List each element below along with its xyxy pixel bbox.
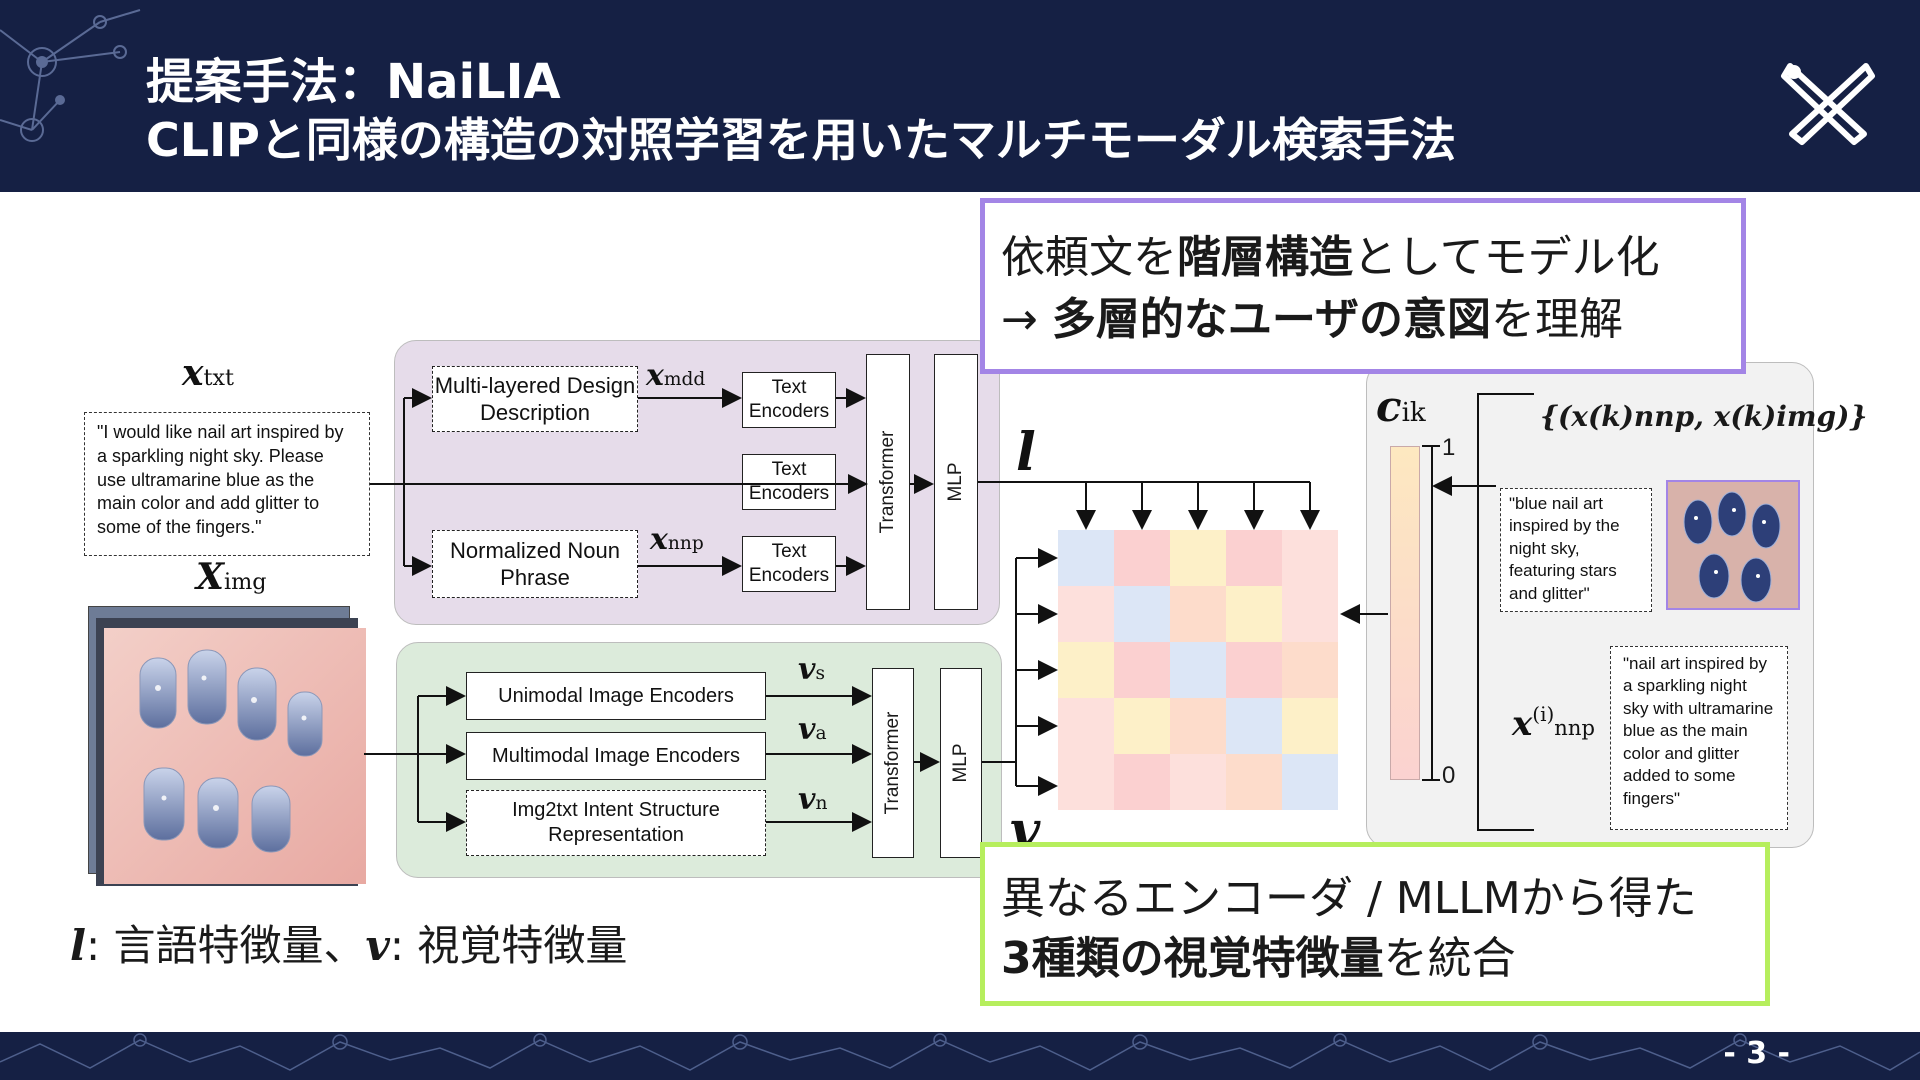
x-img-label: Ximg — [196, 556, 267, 598]
matrix-cell — [1226, 698, 1282, 754]
matrix-cell — [1058, 698, 1114, 754]
page-number: - 3 - — [1723, 1036, 1790, 1071]
img2txt-box: Img2txt Intent Structure Representation — [466, 790, 766, 856]
logo-icon — [1781, 63, 1875, 145]
visual-features-callout: 異なるエンコーダ / MLLMから得た 3種類の視覚特徴量を統合 — [980, 842, 1770, 1006]
matrix-cell — [1282, 586, 1338, 642]
pair-set-label: {(x(k)nnp, x(k)img)} — [1540, 400, 1868, 433]
matrix-cell — [1114, 642, 1170, 698]
footer-network-decoration — [0, 1033, 1920, 1071]
matrix-cell — [1282, 530, 1338, 586]
matrix-cell — [1226, 586, 1282, 642]
matrix-cell — [1170, 642, 1226, 698]
x-nnp-label: xnnp — [650, 522, 704, 557]
feature-legend: l: 言語特徴量、v: 視覚特徴量 — [70, 912, 627, 973]
legend-l-text: : 言語特徴量、 — [85, 921, 366, 970]
image-transformer: Transformer — [872, 668, 914, 858]
text-mlp: MLP — [934, 354, 978, 610]
legend-l-symbol: l — [70, 921, 86, 970]
footer-bar — [0, 1032, 1920, 1080]
legend-v-text: : 視覚特徴量 — [389, 921, 628, 970]
v-s-label: vs — [798, 652, 825, 687]
image-mlp: MLP — [940, 668, 982, 858]
l-output-label: l — [1016, 422, 1036, 483]
text-encoder-1: Text Encoders — [742, 372, 836, 428]
nnp-box: Normalized Noun Phrase — [432, 530, 638, 598]
multimodal-encoder-box: Multimodal Image Encoders — [466, 732, 766, 780]
x-txt-label: xtxt — [182, 352, 234, 394]
c-ik-label: cik — [1376, 382, 1426, 431]
input-nail-image — [104, 628, 366, 884]
v-n-label: vn — [798, 782, 828, 817]
network-decoration — [0, 9, 141, 142]
slide-subtitle: CLIPと同様の構造の対照学習を用いたマルチモーダル検索手法 — [146, 113, 1456, 167]
matrix-cell — [1114, 754, 1170, 810]
matrix-cell — [1226, 530, 1282, 586]
scale-min-label: 0 — [1442, 762, 1456, 789]
matrix-cell — [1058, 754, 1114, 810]
query-label: x(i)nnp — [1512, 702, 1595, 744]
hierarchy-callout: 依頼文を階層構造としてモデル化 → 多層的なユーザの意図を理解 — [980, 198, 1746, 374]
matrix-cell — [1114, 586, 1170, 642]
input-text-box: "I would like nail art inspired by a spa… — [84, 412, 370, 556]
query-text-box: "nail art inspired by a sparkling night … — [1610, 646, 1788, 830]
similarity-matrix — [1058, 530, 1338, 810]
retrieved-nail-image — [1666, 480, 1800, 610]
text-transformer: Transformer — [866, 354, 910, 610]
text-encoder-3: Text Encoders — [742, 536, 836, 592]
matrix-cell — [1170, 754, 1226, 810]
matrix-cell — [1058, 530, 1114, 586]
similarity-scale-bar — [1390, 446, 1420, 780]
unimodal-encoder-box: Unimodal Image Encoders — [466, 672, 766, 720]
matrix-cell — [1282, 754, 1338, 810]
matrix-cell — [1058, 642, 1114, 698]
matrix-cell — [1282, 642, 1338, 698]
pair-caption-box: "blue nail art inspired by the night sky… — [1500, 488, 1652, 612]
matrix-cell — [1114, 530, 1170, 586]
mdd-box: Multi-layered Design Description — [432, 366, 638, 432]
matrix-cell — [1058, 586, 1114, 642]
v-a-label: va — [798, 712, 827, 747]
matrix-cell — [1170, 698, 1226, 754]
slide-title: 提案手法：NaiLIA — [146, 54, 561, 110]
matrix-cell — [1226, 642, 1282, 698]
header-bar: 提案手法：NaiLIA CLIPと同様の構造の対照学習を用いたマルチモーダル検索… — [0, 0, 1920, 192]
matrix-cell — [1226, 754, 1282, 810]
matrix-cell — [1282, 698, 1338, 754]
x-mdd-label: xmdd — [646, 358, 706, 393]
legend-v-symbol: v — [365, 921, 390, 970]
matrix-cell — [1170, 586, 1226, 642]
matrix-cell — [1170, 530, 1226, 586]
scale-max-label: 1 — [1442, 434, 1456, 461]
text-encoder-2: Text Encoders — [742, 454, 836, 510]
matrix-cell — [1114, 698, 1170, 754]
